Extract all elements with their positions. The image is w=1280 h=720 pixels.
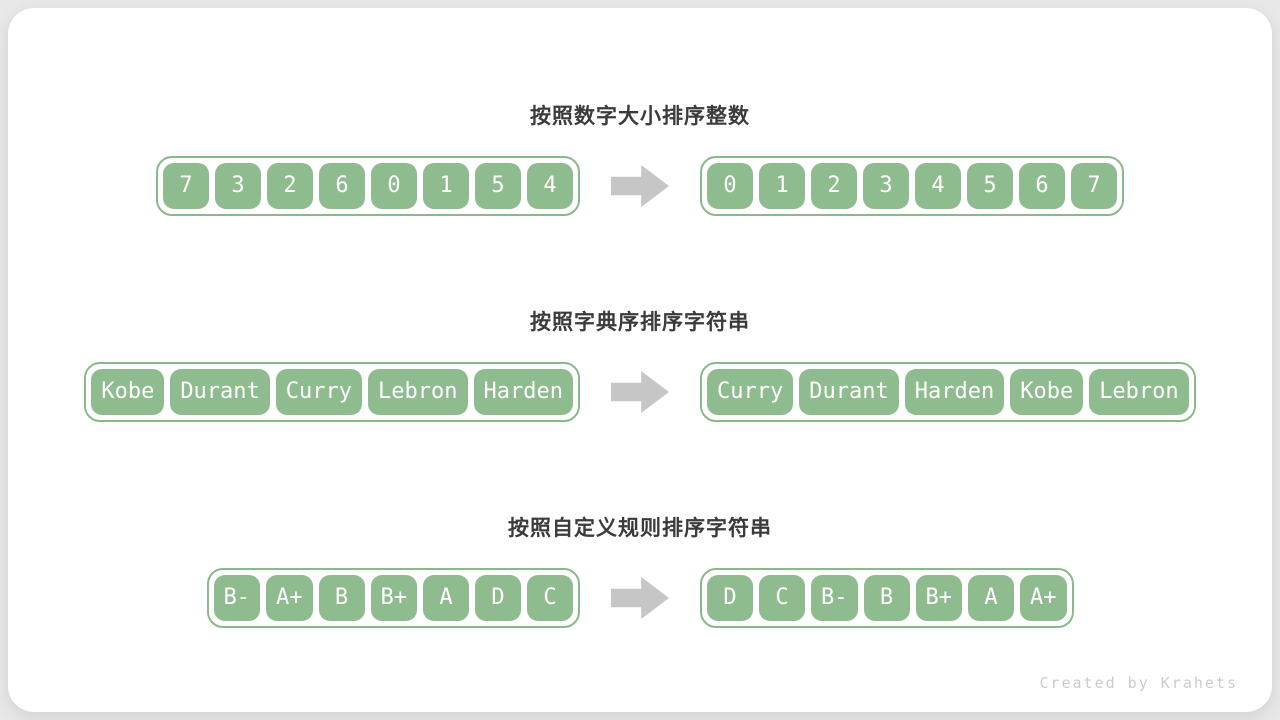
array-cell: B-: [811, 575, 858, 621]
array-cell: Curry: [707, 369, 794, 415]
array-cell: A: [423, 575, 469, 621]
array-cell: 1: [759, 163, 805, 209]
array-cell: A+: [266, 575, 313, 621]
section-title: 按照自定义规则排序字符串: [508, 517, 772, 540]
array-cell: B-: [213, 575, 260, 621]
array-cell: 6: [319, 163, 365, 209]
array-cell: 7: [163, 163, 209, 209]
arrow-zone: [580, 577, 700, 619]
array-cell: B: [863, 575, 910, 621]
arrow-zone: [580, 165, 700, 207]
array-cell: B: [318, 575, 365, 621]
array-cell: Lebron: [1089, 369, 1189, 415]
array-cell: 2: [811, 163, 857, 209]
array-cell: 4: [527, 163, 573, 209]
right-arrow-icon: [611, 165, 669, 207]
array-cell: A+: [1020, 575, 1067, 621]
array-cell: Curry: [275, 369, 363, 415]
array-cell: 5: [475, 163, 521, 209]
array-cell: B+: [915, 575, 962, 621]
array-cell: D: [707, 575, 753, 621]
right-arrow-icon: [611, 371, 669, 413]
array-cell: Durant: [799, 369, 899, 415]
array-cell: D: [475, 575, 521, 621]
section-title: 按照字典序排序字符串: [530, 311, 750, 334]
array-cell: Kobe: [1010, 369, 1084, 415]
array-cell: Kobe: [91, 369, 165, 415]
array-cell: C: [759, 575, 805, 621]
array-cell: 0: [371, 163, 417, 209]
array-cell: Lebron: [368, 369, 468, 415]
array-cell: Harden: [473, 369, 573, 415]
array-cell: 3: [215, 163, 261, 209]
watermark: Created by Krahets: [1039, 674, 1238, 692]
array-cell: A: [968, 575, 1014, 621]
array-cell: B+: [370, 575, 417, 621]
array-cell: 6: [1019, 163, 1065, 209]
array-cell: 4: [915, 163, 961, 209]
arrow-zone: [580, 371, 700, 413]
array-cell: 7: [1071, 163, 1117, 209]
array-cell: 2: [267, 163, 313, 209]
array-cell: 3: [863, 163, 909, 209]
right-arrow-icon: [611, 577, 669, 619]
section-title: 按照数字大小排序整数: [530, 105, 750, 128]
array-cell: Durant: [170, 369, 270, 415]
array-cell: 5: [967, 163, 1013, 209]
array-cell: C: [527, 575, 573, 621]
array-cell: 1: [423, 163, 469, 209]
array-cell: 0: [707, 163, 753, 209]
array-cell: Harden: [904, 369, 1005, 415]
